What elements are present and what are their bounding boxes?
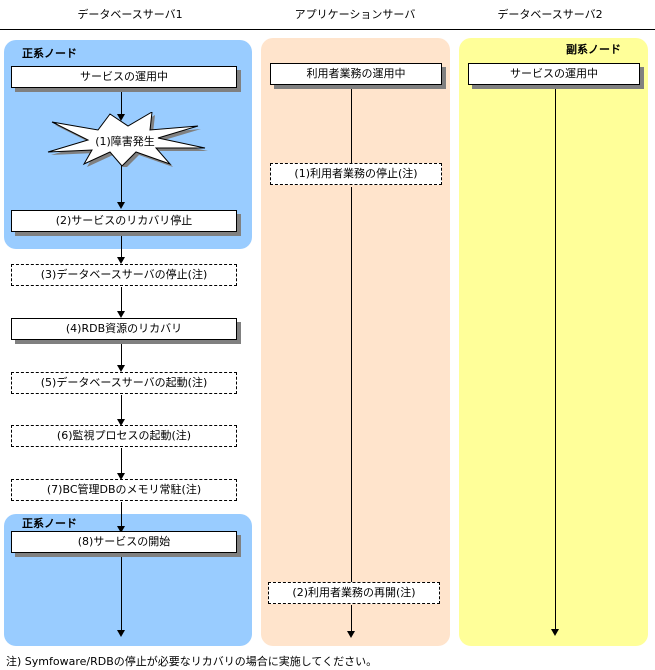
arrow-head (117, 257, 125, 264)
primary-node-label-top: 正系ノード (22, 47, 77, 60)
app-server-panel (261, 38, 450, 646)
db1-step4-box: (4)RDB資源のリカバリ (11, 318, 237, 340)
db1-step7-box: (7)BC管理DBのメモリ常駐(注) (11, 479, 237, 501)
flow-line (121, 556, 122, 634)
header-divider (0, 29, 655, 30)
flow-line (351, 187, 352, 582)
flow-line (555, 86, 556, 632)
arrow-head (117, 419, 125, 426)
arrow-head (117, 202, 125, 209)
flow-line (121, 160, 122, 205)
db1-step8-box: (8)サービスの開始 (11, 531, 237, 553)
app-step2-box: (2)利用者業務の再開(注) (268, 582, 440, 604)
column-header-db1: データベースサーバ1 (77, 8, 183, 21)
column-header-db2: データベースサーバ2 (497, 8, 603, 21)
step1-failure-label: (1)障害発生 (95, 135, 155, 148)
flow-line (121, 232, 122, 262)
db1-step6-box: (6)監視プロセスの起動(注) (11, 425, 237, 447)
footnote: 注) Symfoware/RDBの停止が必要なリカバリの場合に実施してください。 (6, 655, 378, 668)
flow-line (351, 605, 352, 635)
flow-line (121, 341, 122, 369)
secondary-node-panel (459, 38, 648, 646)
flow-line (121, 287, 122, 315)
app-step1-box: (1)利用者業務の停止(注) (270, 163, 442, 185)
flow-line (121, 395, 122, 423)
db2-running-box: サービスの運用中 (468, 63, 640, 85)
column-header-app: アプリケーションサーバ (294, 8, 416, 21)
arrow-head (117, 630, 125, 637)
flow-line (351, 86, 352, 164)
arrow-head (347, 631, 355, 638)
db1-running-box: サービスの運用中 (11, 66, 237, 88)
db1-step5-box: (5)データベースサーバの起動(注) (11, 372, 237, 394)
flow-line (121, 88, 122, 118)
arrow-head (117, 526, 125, 533)
app-running-box: 利用者業務の運用中 (270, 63, 442, 85)
arrow-head (117, 114, 125, 121)
arrow-head (117, 473, 125, 480)
primary-node-label-bottom: 正系ノード (22, 517, 77, 530)
arrow-head (117, 365, 125, 372)
db1-step2-box: (2)サービスのリカバリ停止 (11, 210, 237, 232)
flow-line (121, 502, 122, 532)
arrow-head (117, 311, 125, 318)
arrow-head (551, 629, 559, 636)
failure-burst-icon (47, 112, 208, 167)
flow-line (121, 448, 122, 476)
db1-step3-box: (3)データベースサーバの停止(注) (11, 264, 237, 286)
secondary-node-label: 副系ノード (566, 43, 621, 56)
